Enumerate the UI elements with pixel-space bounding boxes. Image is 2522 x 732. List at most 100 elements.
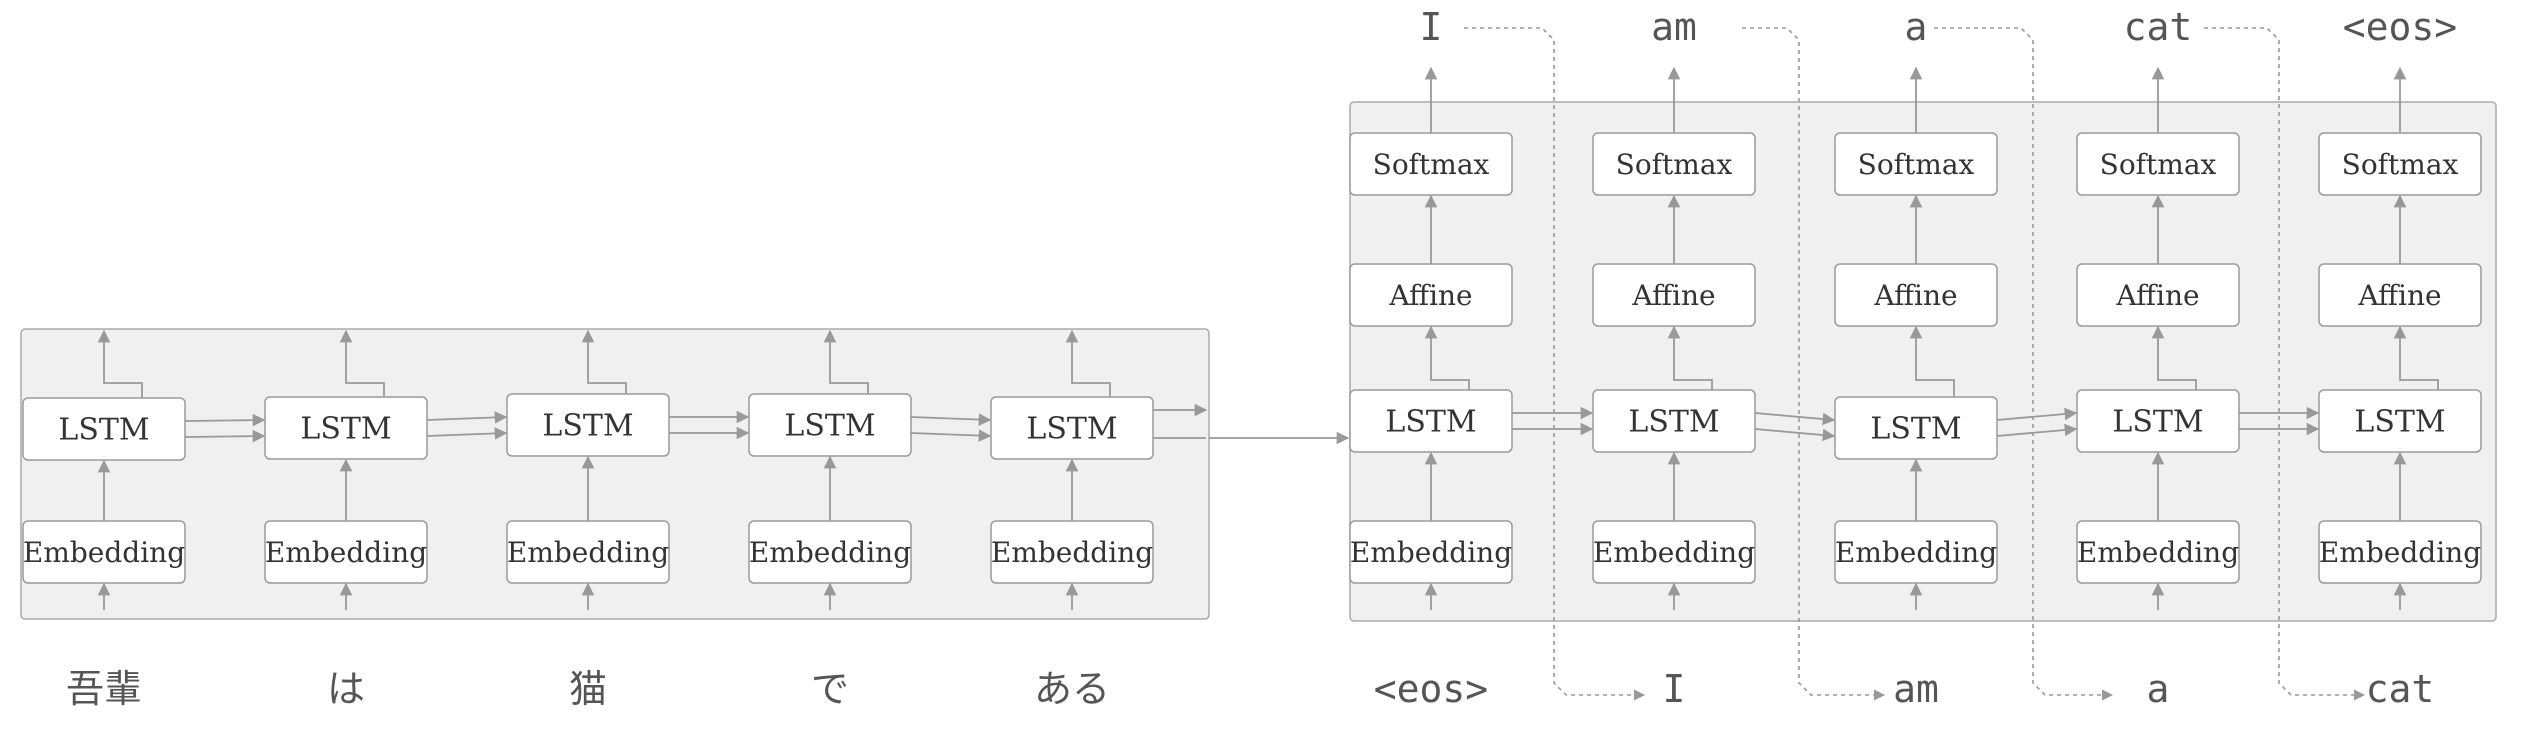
arrow-lstm-affine-dec-2 <box>1909 325 1955 397</box>
encoder-embedding-2-label: Embedding <box>507 536 669 569</box>
decoder-embedding-0 <box>1349 520 1513 584</box>
decoder-lstm-0 <box>1349 389 1513 453</box>
encoder-input-token-2: 猫 <box>569 667 607 711</box>
encoder-lstm-4-label: LSTM <box>1026 412 1117 447</box>
dashed-feedback-arrow-3 <box>2204 27 2366 701</box>
decoder-lstm-3 <box>2076 389 2240 453</box>
encoder-embedding-0 <box>22 520 186 584</box>
decoder-affine-0 <box>1349 263 1513 327</box>
encoder-input-token-1: は <box>327 667 365 711</box>
decoder-output-token-1: am <box>1651 5 1697 49</box>
decoder-embedding-2-label: Embedding <box>1835 536 1997 569</box>
decoder-softmax-1-label: Softmax <box>1616 148 1733 181</box>
dashed-feedback-arrow-2 <box>1934 27 2114 701</box>
encoder-lstm-0 <box>22 397 186 461</box>
decoder-softmax-2 <box>1834 132 1998 196</box>
decoder-lstm-2 <box>1834 396 1998 460</box>
decoder-input-token-0: <eos> <box>1374 667 1488 711</box>
decoder-embedding-2 <box>1834 520 1998 584</box>
decoder-softmax-3-label: Softmax <box>2100 148 2217 181</box>
arrow-cell-state-enc-1 <box>426 427 508 440</box>
decoder-panel <box>1349 101 2497 622</box>
encoder-embedding-4-label: Embedding <box>991 536 1153 569</box>
decoder-lstm-1-label: LSTM <box>1628 405 1719 440</box>
encoder-embedding-3-label: Embedding <box>749 536 911 569</box>
arrow-hidden-state-enc-3 <box>910 413 992 426</box>
encoder-lstm-4 <box>990 396 1154 460</box>
decoder-output-token-3: cat <box>2124 5 2193 49</box>
arrow-lstm-output-enc-2 <box>581 329 627 394</box>
encoder-embedding-0-label: Embedding <box>23 536 185 569</box>
decoder-softmax-1 <box>1592 132 1756 196</box>
decoder-lstm-3-label: LSTM <box>2112 405 2203 440</box>
decoder-input-token-1: I <box>1663 667 1686 711</box>
decoder-embedding-3-label: Embedding <box>2077 536 2239 569</box>
decoder-lstm-0-label: LSTM <box>1385 405 1476 440</box>
dashed-feedback-arrow-0 <box>1464 27 1646 701</box>
arrow-lstm-affine-dec-4 <box>2393 325 2439 390</box>
encoder-embedding-2 <box>506 520 670 584</box>
decoder-embedding-1-label: Embedding <box>1593 536 1755 569</box>
decoder-output-token-4: <eos> <box>2343 5 2457 49</box>
decoder-output-token-2: a <box>1905 5 1928 49</box>
decoder-affine-0-label: Affine <box>1388 279 1472 312</box>
arrow-lstm-affine-dec-3 <box>2151 325 2197 390</box>
arrow-lstm-affine-dec-0 <box>1424 325 1470 390</box>
decoder-affine-3-label: Affine <box>2115 279 2199 312</box>
arrow-lstm-output-enc-4 <box>1065 329 1111 397</box>
arrow-hidden-state-enc-0 <box>184 413 266 427</box>
encoder-embedding-1 <box>264 520 428 584</box>
decoder-softmax-0-label: Softmax <box>1373 148 1490 181</box>
arrow-cell-state-enc-3 <box>910 429 992 442</box>
decoder-lstm-1 <box>1592 389 1756 453</box>
decoder-affine-2 <box>1834 263 1998 327</box>
encoder-lstm-1 <box>264 396 428 460</box>
decoder-affine-4 <box>2318 263 2482 327</box>
decoder-affine-4-label: Affine <box>2357 279 2441 312</box>
decoder-softmax-0 <box>1349 132 1513 196</box>
decoder-affine-2-label: Affine <box>1873 279 1957 312</box>
encoder-lstm-0-label: LSTM <box>58 413 149 448</box>
decoder-softmax-3 <box>2076 132 2240 196</box>
encoder-embedding-4 <box>990 520 1154 584</box>
decoder-input-token-2: am <box>1893 667 1939 711</box>
arrow-cell-state-enc-0 <box>184 429 266 443</box>
decoder-lstm-2-label: LSTM <box>1870 412 1961 447</box>
arrow-lstm-output-enc-3 <box>823 329 869 394</box>
arrow-hidden-state-dec-1 <box>1754 412 1836 426</box>
decoder-softmax-2-label: Softmax <box>1858 148 1975 181</box>
encoder-embedding-3 <box>748 520 912 584</box>
decoder-embedding-3 <box>2076 520 2240 584</box>
decoder-embedding-0-label: Embedding <box>1350 536 1512 569</box>
decoder-embedding-4 <box>2318 520 2482 584</box>
decoder-lstm-4 <box>2318 389 2482 453</box>
arrow-lstm-affine-dec-1 <box>1667 325 1713 390</box>
arrow-hidden-state-enc-1 <box>426 411 508 424</box>
encoder-lstm-3-label: LSTM <box>784 409 875 444</box>
encoder-lstm-3 <box>748 393 912 457</box>
arrow-cell-state-dec-1 <box>1754 428 1836 442</box>
encoder-input-token-0: 吾輩 <box>66 667 142 711</box>
encoder-input-token-3: で <box>811 667 849 711</box>
encoder-lstm-1-label: LSTM <box>300 412 391 447</box>
encoder-embedding-1-label: Embedding <box>265 536 427 569</box>
decoder-embedding-4-label: Embedding <box>2319 536 2481 569</box>
arrow-lstm-output-enc-0 <box>97 329 143 398</box>
decoder-softmax-4 <box>2318 132 2482 196</box>
decoder-affine-3 <box>2076 263 2240 327</box>
decoder-input-token-3: a <box>2147 667 2170 711</box>
decoder-softmax-4-label: Softmax <box>2342 148 2459 181</box>
encoder-input-token-4: ある <box>1034 667 1110 711</box>
encoder-lstm-2 <box>506 393 670 457</box>
decoder-input-token-4: cat <box>2366 667 2435 711</box>
decoder-affine-1-label: Affine <box>1631 279 1715 312</box>
arrow-cell-state-dec-2 <box>1996 423 2078 437</box>
encoder-lstm-2-label: LSTM <box>542 409 633 444</box>
decoder-affine-1 <box>1592 263 1756 327</box>
decoder-embedding-1 <box>1592 520 1756 584</box>
decoder-lstm-4-label: LSTM <box>2354 405 2445 440</box>
arrow-hidden-state-dec-2 <box>1996 407 2078 421</box>
arrow-lstm-output-enc-1 <box>339 329 385 397</box>
decoder-output-token-0: I <box>1420 5 1443 49</box>
